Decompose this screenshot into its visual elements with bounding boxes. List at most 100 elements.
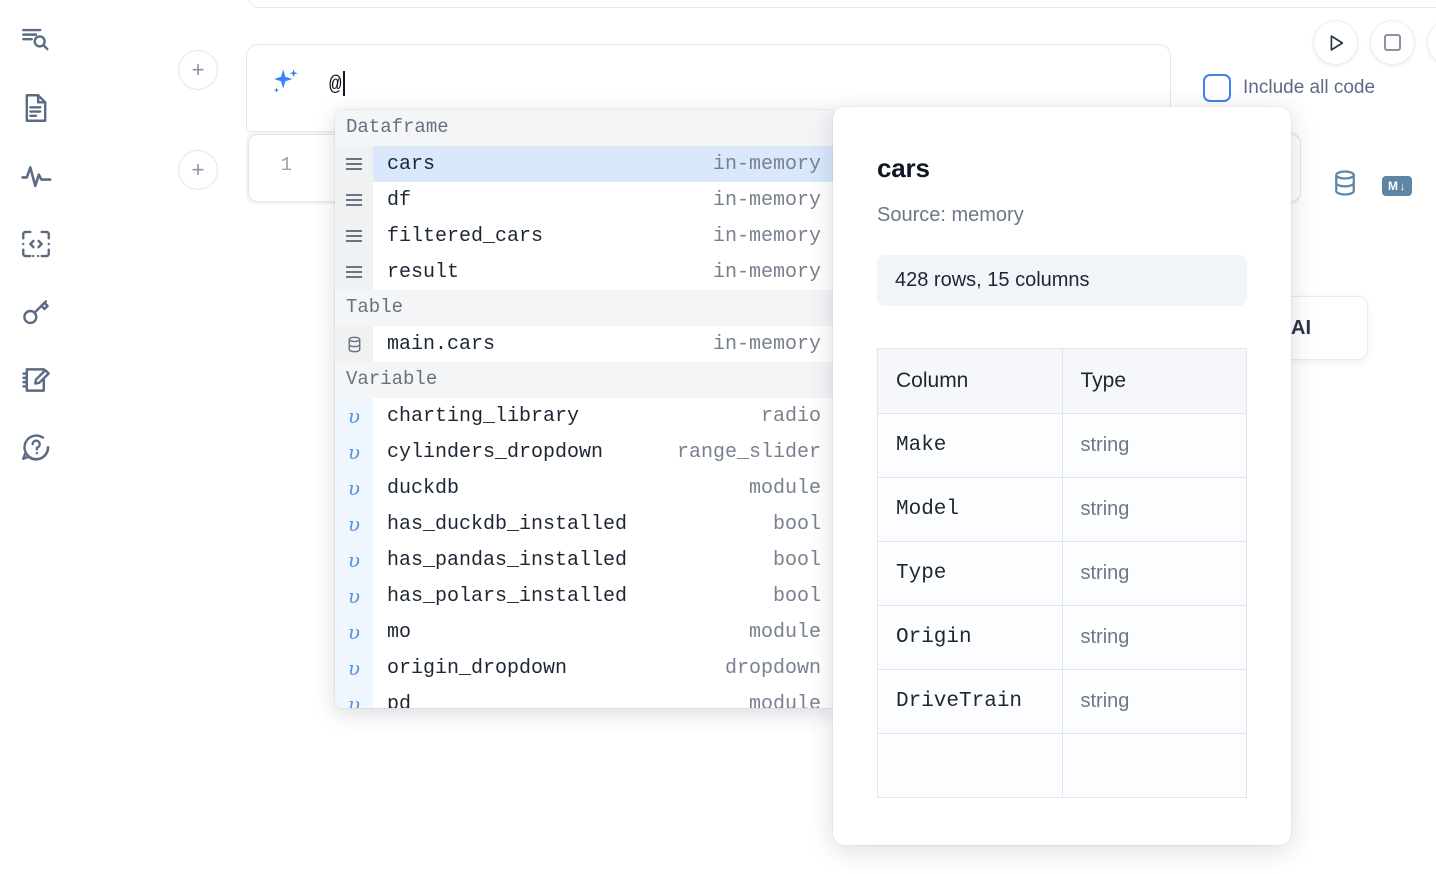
autocomplete-item-meta: module — [748, 620, 821, 644]
autocomplete-item-label: cylinders_dropdown — [387, 440, 604, 464]
column-header: Column — [877, 348, 1063, 414]
generate-with-ai-label: AI — [1291, 316, 1311, 339]
include-all-code-toggle[interactable]: Include all code — [1203, 74, 1375, 102]
markdown-icon[interactable]: M↓ — [1382, 175, 1412, 196]
run-cell-button[interactable] — [1313, 20, 1358, 65]
variable-icon: υ — [335, 614, 373, 650]
left-sidebar — [0, 0, 72, 874]
stop-icon — [1384, 34, 1401, 51]
help-chat-icon[interactable] — [14, 426, 58, 470]
sparkle-icon — [273, 69, 298, 93]
add-cell-button-top[interactable]: + — [178, 50, 218, 90]
document-icon[interactable] — [14, 86, 58, 130]
column-name-cell: Origin — [877, 605, 1063, 670]
interrupt-button[interactable] — [1370, 20, 1415, 65]
autocomplete-item-label: result — [387, 260, 460, 284]
autocomplete-item[interactable]: υ has_duckdb_installed bool — [335, 506, 835, 542]
dataframe-icon — [335, 254, 373, 290]
more-actions-button[interactable] — [1427, 20, 1436, 65]
autocomplete-item-label: has_polars_installed — [387, 584, 628, 608]
type-header: Type — [1062, 348, 1247, 414]
autocomplete-item-label: has_duckdb_installed — [387, 512, 628, 536]
add-cell-button-bottom[interactable]: + — [178, 150, 218, 190]
line-number: 1 — [280, 154, 292, 176]
variable-icon: υ — [335, 434, 373, 470]
run-controls — [1313, 20, 1436, 65]
play-icon — [1330, 34, 1343, 51]
scratchpad-icon[interactable] — [14, 358, 58, 402]
table-icon — [335, 326, 373, 362]
autocomplete-item-meta: bool — [772, 584, 821, 608]
autocomplete-item-label: main.cars — [387, 332, 496, 356]
database-icon[interactable] — [1330, 168, 1360, 203]
autocomplete-item-meta: bool — [772, 548, 821, 572]
key-icon[interactable] — [14, 290, 58, 334]
autocomplete-item-meta: in-memory — [712, 188, 821, 212]
autocomplete-group-header: Table — [335, 290, 835, 326]
autocomplete-group-header: Dataframe — [335, 110, 835, 146]
autocomplete-item-meta: in-memory — [712, 224, 821, 248]
variable-icon: υ — [335, 470, 373, 506]
code-snippet-icon[interactable] — [14, 222, 58, 266]
column-name-cell: DriveTrain — [877, 669, 1063, 734]
autocomplete-item-meta: in-memory — [712, 152, 821, 176]
column-type-cell: string — [1062, 541, 1247, 606]
autocomplete-item-label: cars — [387, 152, 436, 176]
autocomplete-item-label: filtered_cars — [387, 224, 544, 248]
column-name-cell — [877, 733, 1063, 798]
activity-icon[interactable] — [14, 154, 58, 198]
autocomplete-item-meta: dropdown — [724, 656, 821, 680]
plus-icon: + — [191, 157, 205, 182]
autocomplete-item[interactable]: filtered_cars in-memory — [335, 218, 835, 254]
variable-icon: υ — [335, 542, 373, 578]
autocomplete-item[interactable]: main.cars in-memory — [335, 326, 835, 362]
autocomplete-item-meta: in-memory — [712, 332, 821, 356]
table-header-row: Column Type — [877, 348, 1247, 414]
autocomplete-item-meta: module — [748, 692, 821, 709]
autocomplete-item[interactable]: cars in-memory — [335, 146, 835, 182]
include-all-code-checkbox[interactable] — [1203, 74, 1231, 102]
autocomplete-item-meta: radio — [760, 404, 821, 428]
preview-title: cars — [877, 153, 930, 183]
ai-prompt-input[interactable]: @ — [329, 71, 345, 97]
plus-icon: + — [191, 57, 205, 82]
cell-actions: M↓ — [1330, 168, 1412, 203]
autocomplete-group-header: Variable — [335, 362, 835, 398]
variable-icon: υ — [335, 398, 373, 434]
column-type-cell: string — [1062, 413, 1247, 478]
dataframe-icon — [335, 146, 373, 182]
autocomplete-item[interactable]: υ has_polars_installed bool — [335, 578, 835, 614]
variable-icon: υ — [335, 506, 373, 542]
text-caret — [342, 71, 345, 96]
autocomplete-item-label: origin_dropdown — [387, 656, 568, 680]
column-type-cell — [1062, 733, 1247, 798]
autocomplete-item-label: mo — [387, 620, 412, 644]
autocomplete-item-meta: module — [748, 476, 821, 500]
variable-icon: υ — [335, 578, 373, 614]
column-type-cell: string — [1062, 477, 1247, 542]
markdown-arrow: ↓ — [1399, 178, 1406, 193]
outline-search-icon[interactable] — [14, 18, 58, 62]
include-all-code-label: Include all code — [1243, 77, 1376, 98]
dataframe-icon — [335, 218, 373, 254]
autocomplete-item-meta: bool — [772, 512, 821, 536]
column-name-cell: Model — [877, 477, 1063, 542]
dataframe-icon — [335, 182, 373, 218]
column-type-cell: string — [1062, 605, 1247, 670]
